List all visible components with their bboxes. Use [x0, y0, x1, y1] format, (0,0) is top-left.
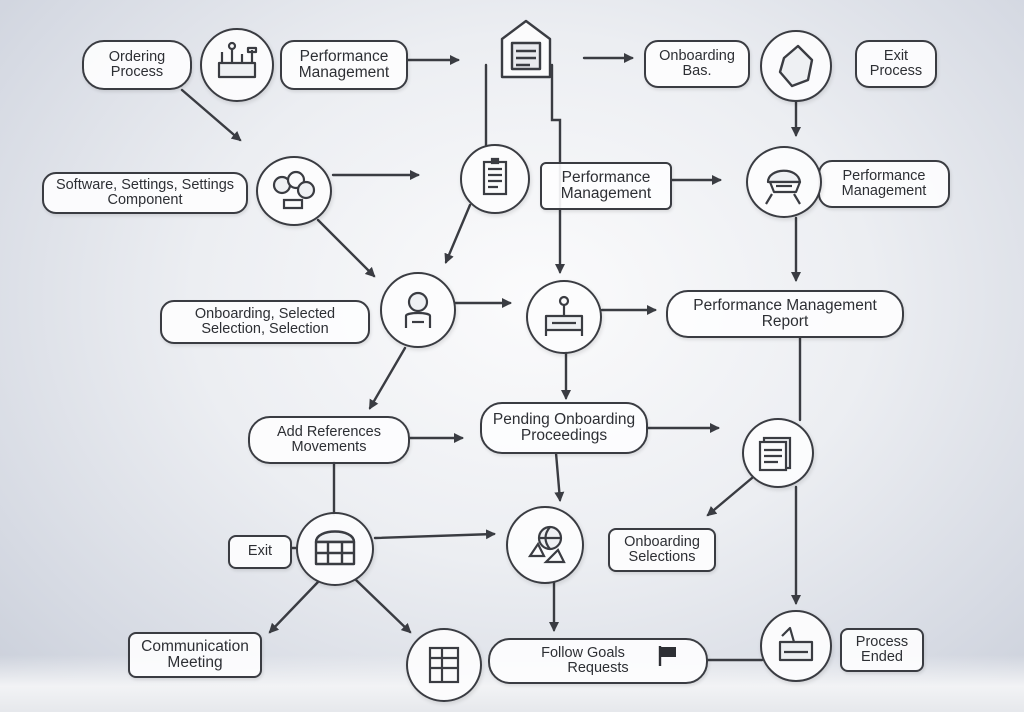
label-pending-onboarding[interactable]: Pending Onboarding Proceedings [480, 402, 648, 454]
helmet-person-icon [765, 169, 802, 205]
label-text: Management [560, 185, 652, 202]
label-text: Proceedings [520, 427, 608, 444]
label-text: Communication [141, 637, 249, 655]
label-text: Onboarding [659, 47, 735, 64]
label-text: Management [298, 64, 390, 81]
node-form[interactable] [406, 628, 482, 702]
arrow-window-down-right [354, 578, 412, 634]
label-ordering-process[interactable]: Ordering Process [82, 40, 192, 90]
label-text: Add References [277, 423, 381, 440]
label-text: Requests [567, 660, 629, 676]
document-shape-icon [778, 44, 814, 88]
label-text: Performance Management [693, 296, 877, 314]
checklist-icon [482, 157, 508, 196]
label-text: Performance [299, 47, 389, 65]
label-text: Management [841, 183, 927, 199]
label-software-settings[interactable]: Software, Settings, Settings Component [42, 172, 248, 214]
label-text: Meeting [167, 654, 223, 671]
arrow-people-down [316, 218, 376, 278]
label-text: Onboarding [624, 533, 700, 550]
label-communication-meeting[interactable]: Communication Meeting [128, 632, 262, 678]
arrow-list-down-left [444, 203, 472, 264]
label-follow-goals[interactable]: Follow Goals Requests [488, 638, 708, 684]
globe-person-icon [527, 525, 566, 564]
arrow-files-down-left [706, 476, 754, 517]
label-text: Ordering [108, 48, 166, 65]
node-desk[interactable] [526, 280, 602, 354]
label-text: Software, Settings, Settings [55, 176, 235, 193]
label-text: Pending Onboarding [492, 410, 636, 428]
label-performance-management-report[interactable]: Performance Management Report [666, 290, 904, 338]
label-add-references[interactable]: Add References Movements [248, 416, 410, 464]
label-text: Component [107, 192, 183, 208]
node-person-search[interactable] [380, 272, 456, 348]
node-printer[interactable] [760, 610, 832, 682]
label-onboarding-selections[interactable]: Onboarding Selections [608, 528, 716, 572]
label-performance-management-top[interactable]: Performance Management [280, 40, 408, 90]
label-text: Bas. [682, 63, 712, 79]
node-document-shape[interactable] [760, 30, 832, 102]
arrow-pending-down [554, 451, 565, 502]
label-onboarding-top-right[interactable]: Onboarding Bas. [644, 40, 750, 88]
form-icon [428, 646, 460, 684]
window-building-icon [314, 530, 356, 566]
people-icon [272, 170, 316, 210]
node-globe[interactable] [506, 506, 584, 584]
toolbox-icon [217, 41, 258, 79]
printer-icon [778, 626, 814, 662]
label-text: Exit [247, 543, 273, 560]
node-toolbox[interactable] [200, 28, 274, 102]
label-text: Performance [561, 168, 651, 186]
label-text: Ended [861, 649, 903, 665]
clipboard-icon [498, 17, 554, 81]
label-performance-management-center[interactable]: Performance Management [540, 162, 672, 210]
label-text: Process [869, 63, 923, 79]
label-text: Follow Goals [541, 644, 625, 661]
arrow-search-down-left [368, 346, 407, 410]
label-text: Movements [291, 439, 367, 455]
label-text: Report [761, 313, 809, 330]
label-text: Process [110, 64, 164, 80]
label-process-ended[interactable]: Process Ended [840, 628, 924, 672]
node-helmet[interactable] [746, 146, 822, 218]
arrow-ordering-down [180, 88, 242, 142]
label-text: Selection, Selection [201, 321, 329, 337]
desk-icon [544, 295, 584, 336]
label-exit[interactable]: Exit [228, 535, 292, 569]
node-window[interactable] [296, 512, 374, 586]
arrow-window-down-left [268, 580, 320, 634]
files-icon [758, 436, 792, 472]
label-exit-process[interactable]: Exit Process [855, 40, 937, 88]
label-onboarding-selected[interactable]: Onboarding, Selected Selection, Selectio… [160, 300, 370, 344]
arrow-window-right [373, 529, 496, 540]
node-people[interactable] [256, 156, 332, 226]
label-text: Exit [883, 47, 909, 64]
label-text: Performance [842, 167, 926, 184]
label-text: Onboarding, Selected [194, 305, 336, 322]
person-search-icon [404, 291, 432, 328]
node-files[interactable] [742, 418, 814, 488]
node-checklist[interactable] [460, 144, 530, 214]
label-text: Process [855, 633, 909, 650]
label-performance-management-right[interactable]: Performance Management [818, 160, 950, 208]
label-text: Selections [628, 549, 696, 565]
flag-icon [656, 644, 680, 668]
